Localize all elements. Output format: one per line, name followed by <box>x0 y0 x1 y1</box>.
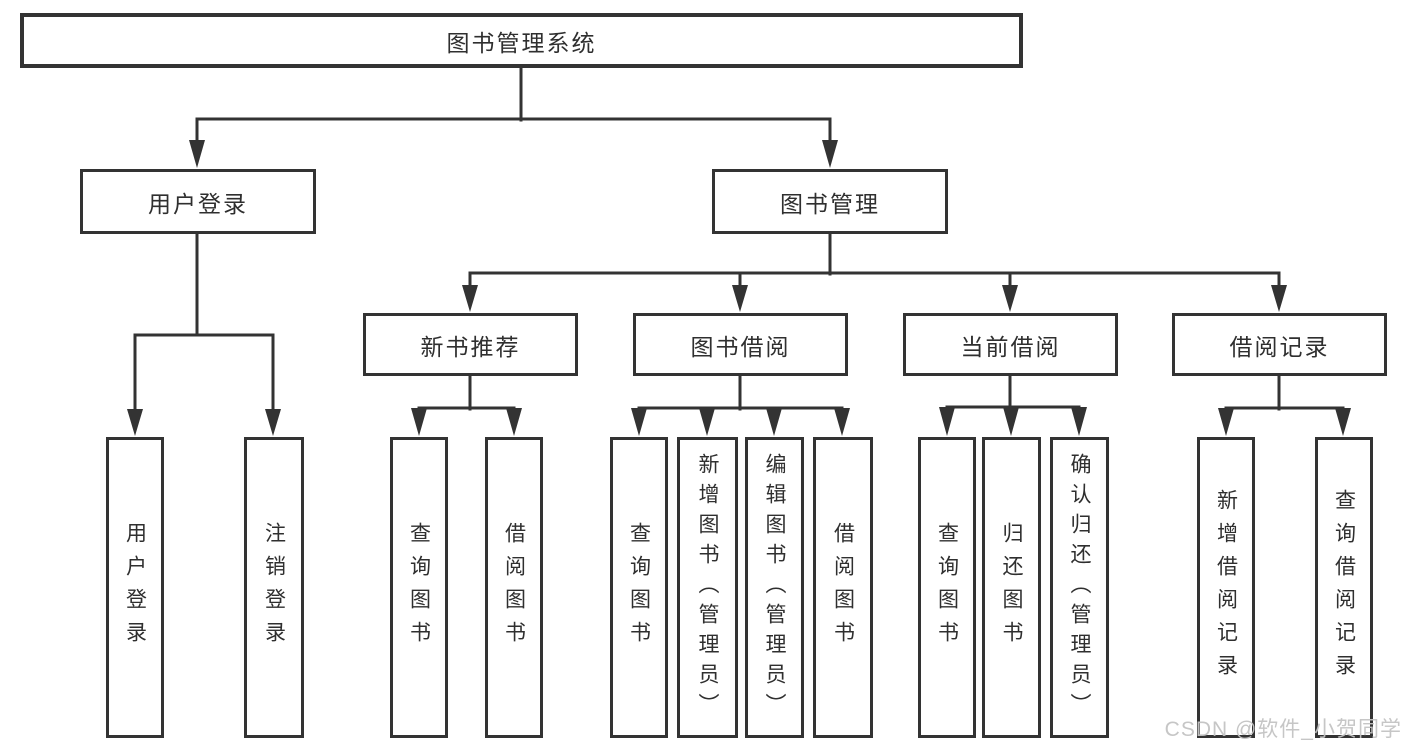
leaf-confirm-return-admin-label: 确认归还（管理员） <box>1068 452 1091 723</box>
leaf-add-book-admin: 新增图书（管理员） <box>677 437 738 738</box>
csdn-watermark: CSDN @软件_小贺同学 <box>1164 718 1402 741</box>
leaf-return-book-label: 归还图书 <box>1000 521 1023 654</box>
leaf-borrow-book-label: 借阅图书 <box>831 521 855 654</box>
leaf-recommend-query-book: 查询图书 <box>390 437 448 738</box>
node-current-borrow: 当前借阅 <box>903 313 1118 376</box>
leaf-recommend-borrow-book-label: 借阅图书 <box>502 521 526 654</box>
node-new-book-recommend: 新书推荐 <box>363 313 578 376</box>
leaf-logout: 注销登录 <box>244 437 304 738</box>
leaf-logout-label: 注销登录 <box>262 521 286 654</box>
node-book-borrow: 图书借阅 <box>633 313 848 376</box>
leaf-recommend-query-book-label: 查询图书 <box>407 521 431 654</box>
leaf-return-book: 归还图书 <box>982 437 1041 738</box>
leaf-query-borrow-record-label: 查询借阅记录 <box>1332 488 1356 687</box>
leaf-edit-book-admin: 编辑图书（管理员） <box>745 437 804 738</box>
leaf-edit-book-admin-label: 编辑图书（管理员） <box>763 452 786 723</box>
node-root-label: 图书管理系统 <box>446 29 597 56</box>
node-borrow-records-label: 借阅记录 <box>1229 333 1330 360</box>
leaf-current-query-book-label: 查询图书 <box>935 521 959 654</box>
leaf-user-login: 用户登录 <box>106 437 164 738</box>
leaf-confirm-return-admin: 确认归还（管理员） <box>1050 437 1109 738</box>
leaf-query-borrow-record: 查询借阅记录 <box>1315 437 1373 738</box>
node-book-management: 图书管理 <box>712 169 948 234</box>
leaf-user-login-label: 用户登录 <box>123 521 147 654</box>
node-user-login-label: 用户登录 <box>148 190 248 217</box>
leaf-recommend-borrow-book: 借阅图书 <box>485 437 543 738</box>
node-book-borrow-label: 图书借阅 <box>690 333 791 360</box>
leaf-current-query-book: 查询图书 <box>918 437 976 738</box>
node-book-management-label: 图书管理 <box>780 190 880 217</box>
leaf-borrow-query-book-label: 查询图书 <box>627 521 651 654</box>
leaf-add-borrow-record-label: 新增借阅记录 <box>1214 488 1238 687</box>
leaf-borrow-book: 借阅图书 <box>813 437 873 738</box>
leaf-add-book-admin-label: 新增图书（管理员） <box>696 452 719 723</box>
node-user-login: 用户登录 <box>80 169 316 234</box>
leaf-add-borrow-record: 新增借阅记录 <box>1197 437 1255 738</box>
leaf-borrow-query-book: 查询图书 <box>610 437 668 738</box>
node-current-borrow-label: 当前借阅 <box>960 333 1061 360</box>
node-new-book-recommend-label: 新书推荐 <box>420 333 521 360</box>
node-root-system: 图书管理系统 <box>20 13 1023 68</box>
node-borrow-records: 借阅记录 <box>1172 313 1387 376</box>
